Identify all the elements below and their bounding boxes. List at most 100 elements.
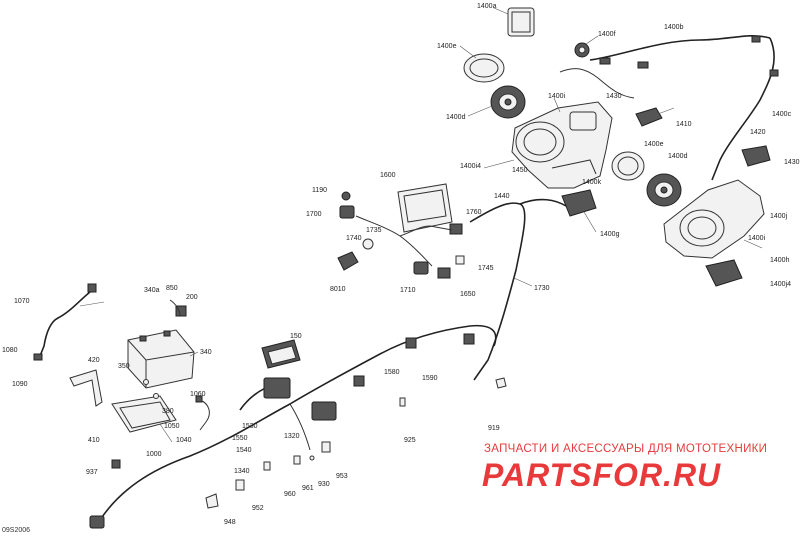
label-1420: 1420 — [750, 129, 766, 136]
part-1400i-fascia — [511, 101, 613, 189]
label-1740: 1740 — [346, 235, 362, 242]
part-1710-switch — [413, 261, 429, 275]
label-1745: 1745 — [478, 265, 494, 272]
label-1650: 1650 — [460, 291, 476, 298]
label-1400e: 1400e — [437, 43, 457, 50]
label-1450: 1450 — [512, 167, 528, 174]
part-1400e-ring-right — [611, 151, 645, 181]
watermark-logo: PARTSFOR.RU — [482, 457, 721, 493]
label-1600: 1600 — [380, 172, 396, 179]
label-1400d: 1400d — [446, 114, 466, 121]
harness-center — [355, 215, 453, 267]
part-1400f-knob — [574, 42, 590, 58]
label-953: 953 — [336, 473, 348, 480]
label-1070: 1070 — [14, 298, 30, 305]
part-1760-connector — [449, 223, 463, 235]
label-1340: 1340 — [234, 468, 250, 475]
label-1430-right: 1430 — [784, 159, 800, 166]
label-1760: 1760 — [466, 209, 482, 216]
part-1590-connector — [405, 333, 475, 349]
part-1580-connector — [353, 375, 365, 387]
label-960: 960 — [284, 491, 296, 498]
part-8010-lever — [337, 251, 359, 271]
label-1320: 1320 — [284, 433, 300, 440]
part-1600-gauge — [397, 183, 453, 233]
label-1400k: 1400k — [582, 179, 602, 186]
harness-1730 — [469, 198, 567, 381]
label-1530: 1530 — [242, 423, 258, 430]
label-1540: 1540 — [236, 447, 252, 454]
label-1000: 1000 — [146, 451, 162, 458]
label-1400i: 1400i — [548, 93, 566, 100]
part-1400d-headlight-right — [646, 173, 682, 207]
label-948: 948 — [224, 519, 236, 526]
label-340: 340 — [200, 349, 212, 356]
label-1590: 1590 — [422, 375, 438, 382]
part-1745-connector — [455, 255, 465, 265]
label-150: 150 — [290, 333, 302, 340]
label-1400j4: 1400j4 — [770, 281, 791, 288]
label-1190: 1190 — [312, 187, 327, 194]
label-1040: 1040 — [176, 437, 192, 444]
label-1400i-right: 1400i — [748, 235, 766, 242]
part-340-battery — [127, 329, 195, 389]
label-420: 420 — [88, 357, 100, 364]
label-1400i4: 1400i4 — [460, 163, 481, 170]
part-1650-connector — [437, 267, 451, 279]
part-420-bracket — [69, 369, 103, 407]
label-930: 930 — [318, 481, 330, 488]
part-200-connector — [169, 299, 187, 317]
label-1400h: 1400h — [770, 257, 790, 264]
harness-1400b — [559, 35, 779, 181]
label-1050: 1050 — [164, 423, 180, 430]
label-1400d-right: 1400d — [668, 153, 688, 160]
part-1070-harness — [33, 283, 97, 361]
part-1700-switch — [339, 191, 355, 219]
label-410: 410 — [88, 437, 100, 444]
label-1730: 1730 — [534, 285, 550, 292]
label-1400g: 1400g — [600, 231, 620, 238]
label-1400c: 1400c — [772, 111, 792, 118]
label-1735: 1735 — [366, 227, 382, 234]
label-1400e-right: 1400e — [644, 141, 664, 148]
part-1040-cable — [195, 395, 210, 431]
part-relay-block — [263, 377, 337, 421]
label-1060: 1060 — [190, 391, 206, 398]
part-1400k-module — [561, 189, 597, 217]
label-937: 937 — [86, 469, 98, 476]
label-380: 380 — [162, 408, 174, 415]
part-1400a-module — [507, 7, 535, 37]
part-410-tray — [111, 395, 177, 433]
part-1420-bracket — [741, 145, 771, 167]
watermark-tagline: ЗАПЧАСТИ И АКСЕССУАРЫ ДЛЯ МОТОТЕХНИКИ — [484, 443, 767, 455]
label-1440: 1440 — [494, 193, 510, 200]
label-1400j: 1400j — [770, 213, 788, 220]
part-1410-bracket — [635, 107, 663, 127]
label-952: 952 — [252, 505, 264, 512]
label-1400a: 1400a — [477, 3, 497, 10]
label-1580: 1580 — [384, 369, 400, 376]
watermark: ЗАПЧАСТИ И АКСЕССУАРЫ ДЛЯ МОТОТЕХНИКИ PA… — [482, 443, 767, 493]
part-150-fuse-box — [261, 339, 301, 369]
label-1410: 1410 — [676, 121, 692, 128]
label-350: 350 — [118, 363, 130, 370]
label-1400f: 1400f — [598, 31, 616, 38]
part-1740-knob — [362, 238, 374, 250]
small-fasteners — [143, 377, 507, 509]
leader-lines — [79, 7, 763, 443]
label-850: 850 — [166, 285, 178, 292]
label-340a: 340a — [144, 287, 160, 294]
part-1400d-headlight — [490, 85, 526, 119]
label-1700: 1700 — [306, 211, 322, 218]
label-1710: 1710 — [400, 287, 416, 294]
part-1400e-ring — [463, 53, 505, 83]
label-8010: 8010 — [330, 286, 346, 293]
label-925: 925 — [404, 437, 416, 444]
part-labels: 1400a 1400b 1400e 1400f 1400i 1400d 1430… — [2, 3, 800, 526]
part-1400h-module — [705, 259, 743, 287]
label-1080: 1080 — [2, 347, 18, 354]
label-961: 961 — [302, 485, 314, 492]
part-1400j-housing — [663, 179, 765, 259]
